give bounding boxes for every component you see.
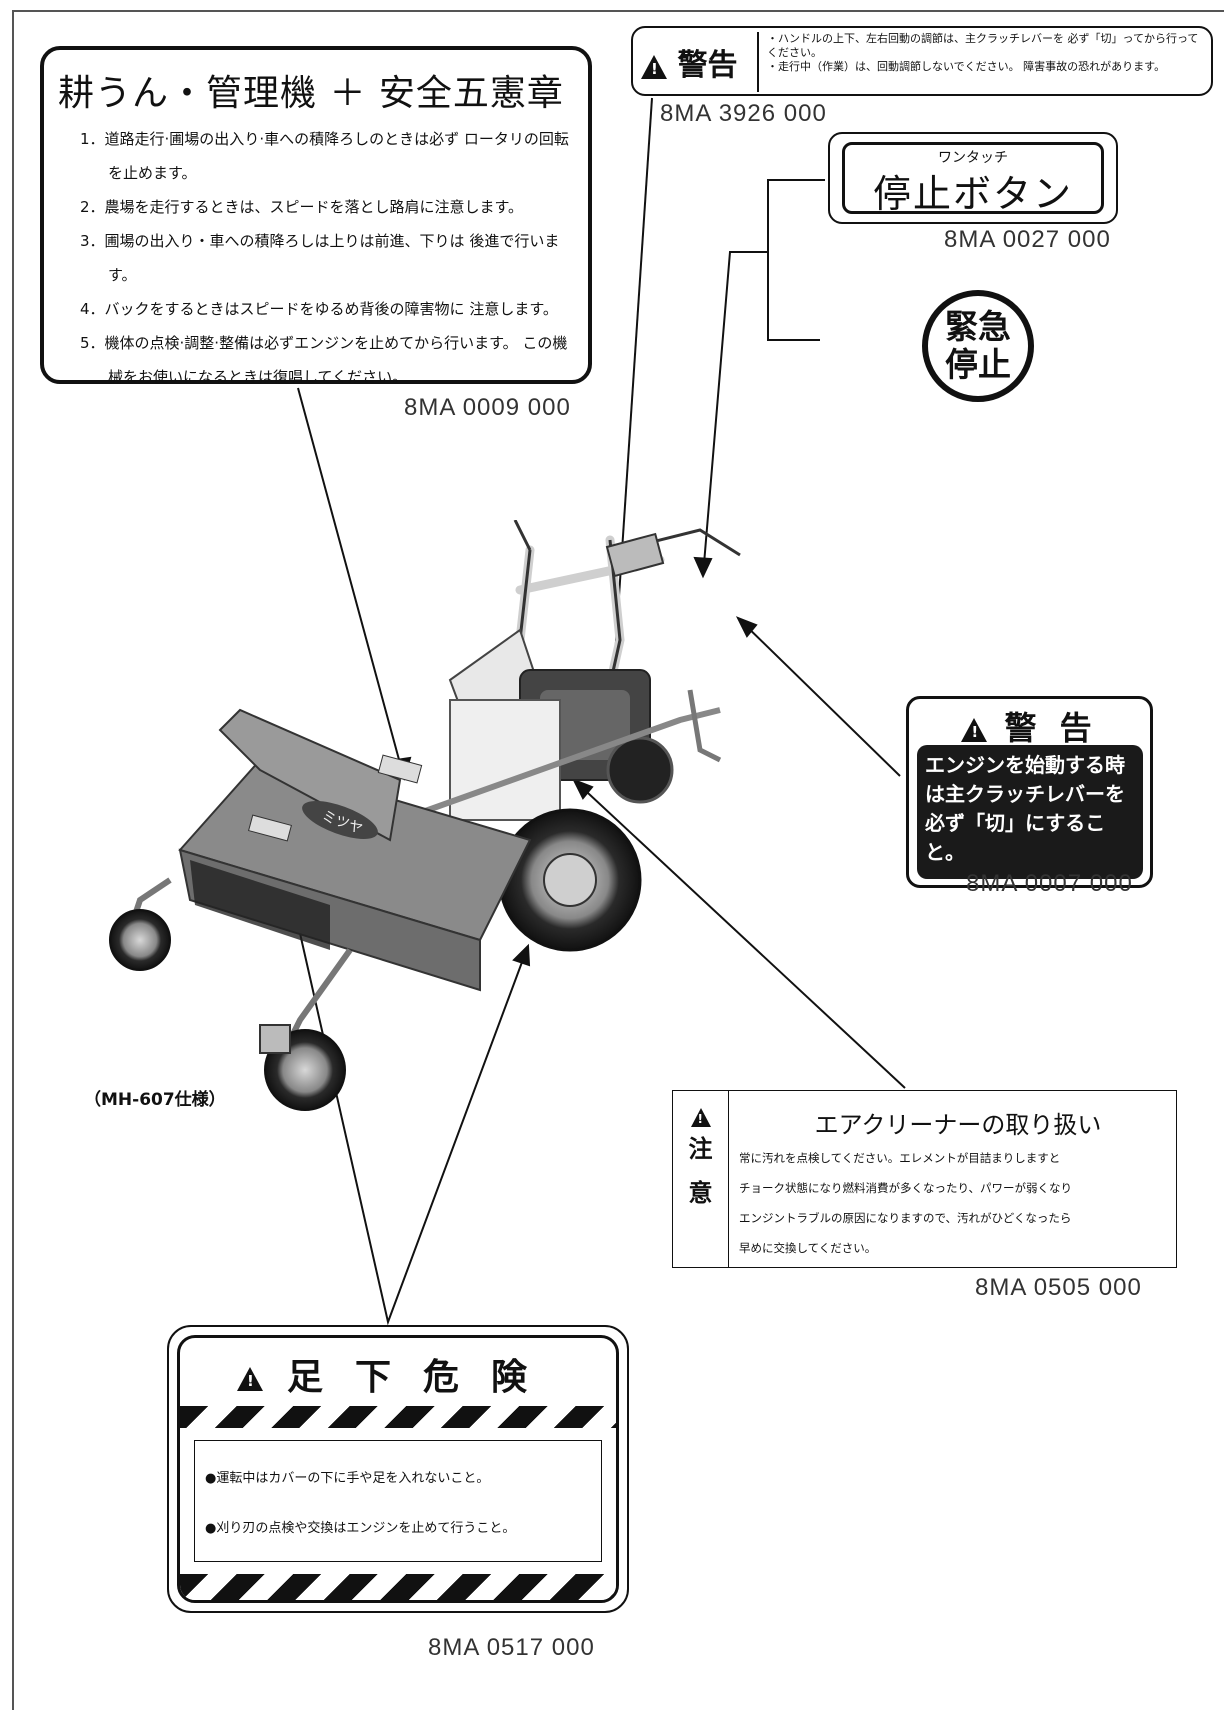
safety-decal [377,754,423,784]
warning-handle-line: ・ハンドルの上下、左右回動の調節は、主クラッチレバーを 必ず「切」ってから行って… [767,32,1199,59]
foot-danger-label: 足下危険 ●運転中はカバーの下に手や足を入れないこと。 ●刈り刃の点検や交換はエ… [167,1325,629,1613]
warning-clutch-part-no: 8MA 0007 000 [966,870,1133,897]
control-box [605,532,665,578]
warning-handle-part-no: 8MA 3926 000 [660,100,827,127]
warning-clutch-head: 警 告 [909,703,1150,749]
stop-button-ruby: ワンタッチ [938,150,1008,166]
list-item: 2．農場を走行するときは、スピードを落とし路肩に注意します。 [80,198,524,216]
brand-plate [302,801,378,839]
warning-clutch-body: エンジンを始動する時は主クラッチレバーを必ず「切」にすること。 [925,753,1125,864]
warning-triangle-icon [236,1367,263,1391]
safety-rules-title: 耕うん・管理機 ＋ 安全五憲章 [58,73,564,114]
safety-rules-part-no: 8MA 0009 000 [404,394,571,421]
caution-line: 早めに交換してください。 [739,1241,877,1255]
list-item: 4．バックをするときはスピードをゆるめ背後の障害物に 注意します。 [80,300,558,318]
caution-title: エアクリーナーの取り扱い [814,1111,1102,1139]
foot-danger-line: ●刈り刃の点検や交換はエンジンを止めて行うこと。 [205,1521,516,1536]
list-item: 3．圃場の出入り・車への積降ろしは上りは前進、下りは 後進で行います。 [80,232,560,284]
warning-triangle-icon [690,1108,711,1127]
rotary-cover [218,708,402,842]
safety-rules-list: 1．道路走行·圃場の出入り·車への積降ろしのときは必ず ロータリの回転を止めます… [60,122,580,394]
blade-gap [190,860,330,950]
rod [398,707,721,823]
caution-line: チョーク状態になり燃料消費が多くなったり、パワーが弱くなり [739,1181,1073,1195]
warning-handle-head: 警告 [641,40,737,84]
divider [757,32,759,92]
leader-caution [573,779,906,1089]
emergency-line2: 停止 [945,345,1011,384]
caution-part-no: 8MA 0505 000 [975,1274,1142,1301]
warning-triangle-icon [961,718,988,742]
warning-clutch-label: 警 告 エンジンを始動する時は主クラッチレバーを必ず「切」にすること。 [906,696,1153,888]
safety-rules-label: 耕うん・管理機 ＋ 安全五憲章 1．道路走行·圃場の出入り·車への積降ろしのとき… [40,46,592,386]
warning-handle-line: ・走行中（作業）は、回動調節しないでください。 障害事故の恐れがあります。 [767,60,1166,73]
list-item: 1．道路走行·圃場の出入り·車への積降ろしのときは必ず ロータリの回転を止めます… [80,130,569,182]
leader-warning-clutch [737,617,901,777]
caution-line: エンジントラブルの原因になりますので、汚れがひどくなったら [739,1211,1072,1225]
caution-body: 常に汚れを点検してください。エレメントが目詰まりしますと チョーク状態になり燃料… [739,1143,1171,1263]
warning-handle-body: ・ハンドルの上下、左右回動の調節は、主クラッチレバーを 必ず「切」ってから行って… [767,32,1207,74]
hazard-stripe-top [180,1406,616,1428]
leader-stop-bracket [767,179,825,341]
stop-button-text: 停止ボタン [872,172,1073,216]
stop-button-label: ワンタッチ 停止ボタン [828,132,1118,224]
page-frame [12,10,1224,1710]
foot-danger-line: ●運転中はカバーの下に手や足を入れないこと。 [205,1471,490,1486]
foot-danger-head: 足下危険 [180,1348,616,1400]
transmission-housing [449,699,561,821]
emergency-stop-label: 緊急 停止 [922,290,1034,402]
warning-triangle-icon [641,54,667,79]
leader-safety [297,387,405,779]
recoil-starter [606,736,674,804]
hazard-stripe-bottom [180,1574,616,1600]
caution-side-char: 意 [688,1179,713,1207]
air-cleaner-caution-label: 注 意 エアクリーナーの取り扱い 常に汚れを点検してください。エレメントが目詰ま… [672,1090,1177,1268]
list-item: 5．機体の点検·調整·整備は必ずエンジンを止めてから行います。 この機械をお使い… [80,334,568,386]
foot-danger-part-no: 8MA 0517 000 [428,1634,595,1661]
model-note: （MH-607仕様） [84,1090,226,1110]
emergency-line1: 緊急 [945,307,1011,346]
machine-illustration: ミツヤ [109,520,741,1111]
caution-side: 注 意 [673,1091,729,1267]
leader-stop [702,251,768,577]
caution-side-char: 注 [688,1135,713,1163]
warning-handle-label: 警告 ・ハンドルの上下、左右回動の調節は、主クラッチレバーを 必ず「切」ってから… [631,26,1213,96]
foot-danger-decal [247,814,293,842]
caution-line: 常に汚れを点検してください。エレメントが目詰まりしますと [739,1151,1061,1165]
gauge-wheel-left [109,909,171,971]
stop-button-part-no: 8MA 0027 000 [944,226,1111,253]
